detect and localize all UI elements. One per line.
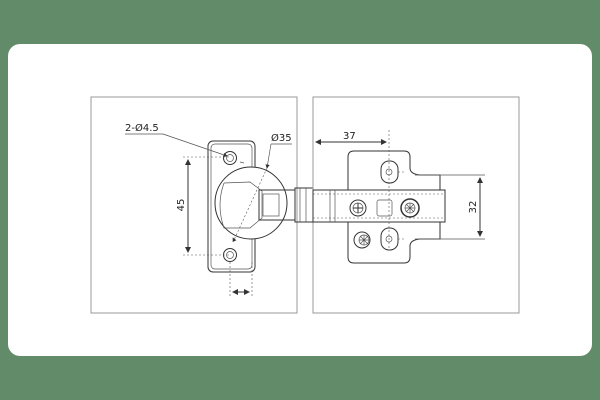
hole-spacing-label: 45 <box>176 199 187 212</box>
adjust-screw-icon <box>349 199 367 217</box>
offset-label: 37 <box>343 131 356 142</box>
right-view-panel: 37 32 <box>312 96 520 314</box>
hole-diameter-label: 2-Ø4.5 <box>125 122 159 134</box>
fixing-screw-icon <box>400 198 420 218</box>
plate-hole-spacing-label: 32 <box>468 201 479 214</box>
plate-screw-icon <box>353 231 371 249</box>
cup-diameter-label: Ø35 <box>271 132 292 144</box>
screw-hole-top <box>223 151 237 165</box>
hinge-cup <box>214 166 288 240</box>
left-view-panel: 45 2-Ø4.5 Ø35 <box>90 96 314 314</box>
